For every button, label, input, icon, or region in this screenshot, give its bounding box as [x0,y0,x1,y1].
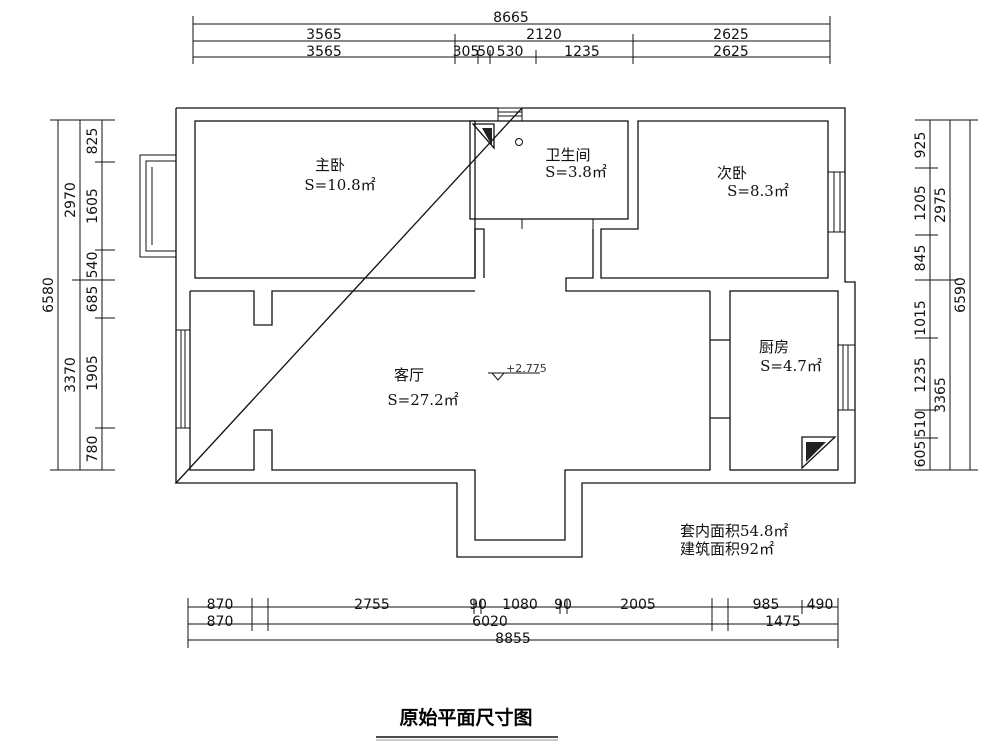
top-dim-total: 8665 [493,10,529,26]
level-mark-value: +2.775 [506,362,547,375]
bottom-dim-g: 985 [753,597,780,613]
bottom-dim-c: 90 [469,597,487,613]
bottom-dim-d: 1080 [502,597,538,613]
top-dimension-lines [192,16,831,64]
walls [174,107,856,558]
right-dim-inner-c: 845 [913,245,929,272]
room-kitchen-name: 厨房 [759,338,789,356]
right-dim-inner-a: 925 [913,132,929,159]
bottom-dim-e: 90 [554,597,572,613]
top-dim-e: 305 [453,44,480,60]
room-second-area: S=8.3㎡ [727,182,789,200]
right-dim-mid-b: 3365 [933,377,949,413]
drawing-title: 原始平面尺寸图 [399,706,532,729]
left-dim-inner-e: 1905 [85,355,101,391]
bottom-dim-a: 870 [207,597,234,613]
right-dim-inner-e: 1235 [913,357,929,393]
left-dimension-lines [50,119,115,471]
right-dim-inner-d: 1015 [913,300,929,336]
bottom-dim-total: 8855 [495,631,531,647]
left-dim-mid-a: 2970 [63,182,79,218]
room-living-area: S=27.2㎡ [387,391,458,409]
room-bath-area: S=3.8㎡ [545,163,607,181]
bottom-dim-j: 6020 [472,614,508,630]
top-dim-d: 3565 [306,44,342,60]
left-dim-inner-d: 685 [85,286,101,313]
top-dim-c: 2625 [713,27,749,43]
left-dim-inner-a: 825 [85,128,101,155]
left-dim-inner-b: 1605 [85,188,101,224]
bottom-dim-b: 2755 [354,597,390,613]
right-dim-mid-a: 2975 [933,187,949,223]
bottom-dim-i: 870 [207,614,234,630]
top-dim-b: 2120 [526,27,562,43]
room-bath-name: 卫生间 [545,146,590,164]
right-dim-inner-b: 1205 [913,185,929,221]
left-dim-mid-b: 3370 [63,357,79,393]
room-master-name: 主卧 [315,156,345,174]
right-dim-total: 6590 [953,277,969,313]
bottom-dim-f: 2005 [620,597,656,613]
summary-build-area: 建筑面积92㎡ [680,540,774,558]
bottom-dimension-lines [187,598,839,648]
right-dimension-lines [915,119,978,471]
room-master-area: S=10.8㎡ [304,176,375,194]
top-dim-f: 50 [477,44,495,60]
summary-inner-area: 套内面积54.8㎡ [680,522,788,540]
room-living-name: 客厅 [394,366,424,384]
left-dim-inner-c: 540 [85,252,101,279]
bottom-dim-h: 490 [807,597,834,613]
top-dim-h: 1235 [564,44,600,60]
room-kitchen-area: S=4.7㎡ [760,357,822,375]
room-second-name: 次卧 [717,164,747,182]
level-mark [488,372,540,381]
top-dim-g: 530 [497,44,524,60]
left-dim-total: 6580 [41,277,57,313]
right-dim-inner-g: 605 [913,441,929,468]
bottom-dim-k: 1475 [765,614,801,630]
right-dim-inner-f: 510 [913,411,929,438]
top-dim-a: 3565 [306,27,342,43]
fixtures [471,123,837,470]
left-dim-inner-f: 780 [85,436,101,463]
top-dim-i: 2625 [713,44,749,60]
windows [139,107,856,429]
